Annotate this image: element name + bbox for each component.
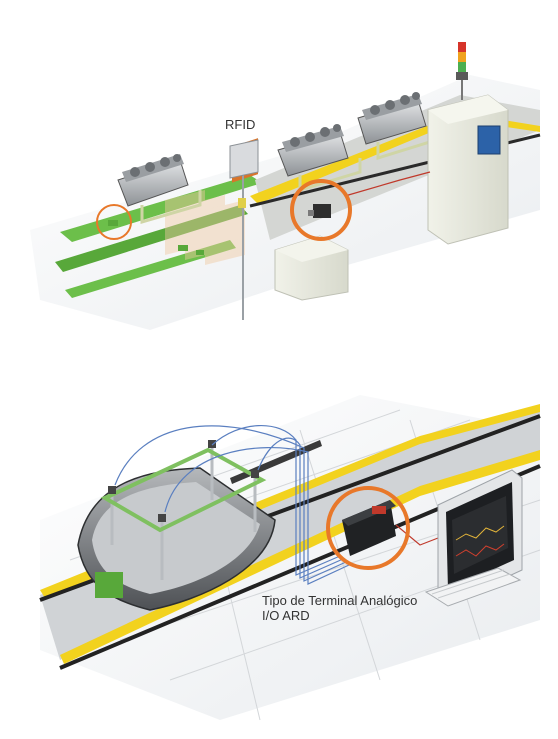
terminal-label-line1: Tipo de Terminal Analógico: [262, 593, 418, 608]
control-cabinet-icon: [427, 94, 509, 245]
hazard-track: [250, 113, 540, 204]
green-rail-lower: [65, 240, 236, 298]
terminal-label-line2: I/O ARD: [262, 608, 310, 623]
rfid-label: RFID: [225, 117, 256, 132]
engine-block-icon: [117, 154, 189, 207]
ard-terminal: [342, 500, 396, 556]
highlight-circle-terminal: [326, 486, 410, 570]
highlight-circle-small: [96, 204, 132, 240]
bottom-scene: [39, 395, 541, 721]
highlight-circle-reader: [290, 179, 352, 241]
pallet-plates: [165, 190, 245, 265]
top-scene: [30, 42, 541, 330]
signal-tower-icon: [456, 42, 468, 100]
blue-cables: [114, 424, 350, 585]
engine-block-icon: [357, 92, 427, 145]
engine-block-icon: [277, 124, 349, 177]
bottom-hazard-top: [40, 404, 540, 598]
fixture-frame: [100, 440, 267, 580]
sensor-markers: [108, 220, 204, 255]
controller-box: [274, 235, 349, 301]
rfid-reader: [308, 204, 331, 218]
bottom-hazard-bottom: [60, 450, 540, 664]
rfid-antenna-icon: [229, 139, 259, 320]
keyboard-icon: [424, 567, 522, 607]
green-rail-front: [55, 205, 248, 272]
pallet-tray: [77, 467, 276, 611]
